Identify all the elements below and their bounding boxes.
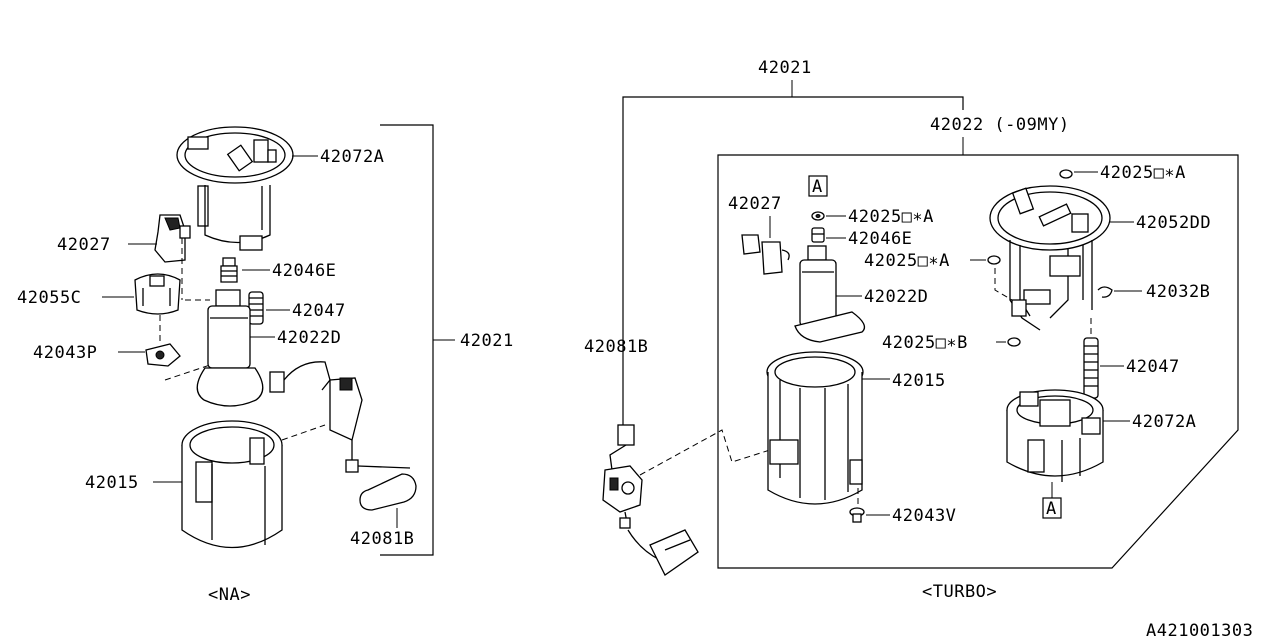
turbo-caption: <TURBO> bbox=[922, 582, 997, 602]
diagram-id: A421001303 bbox=[1146, 621, 1253, 640]
turbo-label-42043V: 42043V bbox=[892, 506, 956, 526]
turbo-label-42052DD: 42052DD bbox=[1136, 213, 1211, 233]
na-caption: <NA> bbox=[208, 585, 251, 605]
turbo-label-assembly-42021: 42021 bbox=[758, 58, 812, 78]
turbo-label-42081B: 42081B bbox=[584, 337, 648, 357]
turbo-label-42025-B: 42025□∗B bbox=[882, 333, 968, 353]
na-pump-42022D bbox=[196, 289, 264, 407]
turbo-ref-box-bottom bbox=[1042, 497, 1062, 519]
na-label-42047: 42047 bbox=[292, 301, 346, 321]
turbo-label-42032B: 42032B bbox=[1146, 282, 1210, 302]
turbo-ref-mark-top: A bbox=[812, 177, 823, 197]
na-label-42015: 42015 bbox=[85, 473, 139, 493]
turbo-section: 42021 42022 (-09MY) A 42027 bbox=[584, 58, 1239, 602]
turbo-pump-42022D bbox=[794, 245, 866, 343]
turbo-reservoir-42015 bbox=[766, 351, 864, 505]
na-reservoir-42015 bbox=[181, 420, 283, 549]
na-label-42055C: 42055C bbox=[17, 288, 81, 308]
na-flange-42072A bbox=[176, 126, 294, 251]
turbo-oring-42025-2 bbox=[987, 255, 1001, 265]
turbo-assembly-bracket bbox=[622, 96, 964, 430]
na-label-42027: 42027 bbox=[57, 235, 111, 255]
turbo-housing-42072A bbox=[1006, 389, 1104, 482]
turbo-clip-42027 bbox=[741, 234, 790, 275]
na-label-42022D: 42022D bbox=[277, 328, 341, 348]
na-label-42043P: 42043P bbox=[33, 343, 97, 363]
na-guide-5 bbox=[281, 424, 326, 441]
turbo-ref-mark-bottom: A bbox=[1046, 499, 1057, 519]
turbo-oring-42025B bbox=[1007, 337, 1021, 347]
na-label-assembly-42021: 42021 bbox=[460, 331, 514, 351]
na-label-42072A: 42072A bbox=[320, 147, 384, 167]
turbo-guide-3 bbox=[994, 268, 1013, 301]
na-label-42046E: 42046E bbox=[272, 261, 336, 281]
turbo-clip-42032B bbox=[1097, 286, 1113, 298]
turbo-label-42072A: 42072A bbox=[1132, 412, 1196, 432]
na-connector-42046E bbox=[220, 257, 238, 283]
turbo-flange-42052DD bbox=[989, 185, 1111, 331]
na-bracket-42055C bbox=[134, 273, 181, 315]
turbo-label-42046E: 42046E bbox=[848, 229, 912, 249]
turbo-label-42047: 42047 bbox=[1126, 357, 1180, 377]
turbo-sub-assembly-frame bbox=[717, 154, 1239, 569]
na-sender-42081B bbox=[269, 361, 417, 511]
turbo-label-42022D: 42022D bbox=[864, 287, 928, 307]
turbo-guide-1 bbox=[639, 429, 771, 476]
turbo-label-42027: 42027 bbox=[728, 194, 782, 214]
turbo-sender-42081B bbox=[602, 424, 699, 576]
na-guide-3 bbox=[164, 364, 211, 381]
na-filter-42043P bbox=[145, 343, 181, 367]
turbo-connector-42046E bbox=[811, 227, 825, 243]
turbo-oring-42025-3 bbox=[1059, 169, 1073, 179]
turbo-spring-42047 bbox=[1083, 337, 1099, 399]
turbo-label-42015: 42015 bbox=[892, 371, 946, 391]
turbo-label-42022: 42022 (-09MY) bbox=[930, 115, 1070, 135]
turbo-ref-box-top bbox=[808, 175, 828, 197]
na-clip-42027 bbox=[154, 214, 191, 263]
na-label-42081B: 42081B bbox=[350, 529, 414, 549]
na-spring-42047 bbox=[248, 291, 264, 325]
turbo-label-42025-A-2: 42025□∗A bbox=[864, 251, 950, 271]
turbo-screw-42043V bbox=[849, 507, 865, 523]
turbo-label-42025-A-top: 42025□∗A bbox=[1100, 163, 1186, 183]
na-section: 42072A 42027 42046E 42055C 42047 42022D … bbox=[17, 124, 514, 605]
turbo-label-42025-A-1: 42025□∗A bbox=[848, 207, 934, 227]
